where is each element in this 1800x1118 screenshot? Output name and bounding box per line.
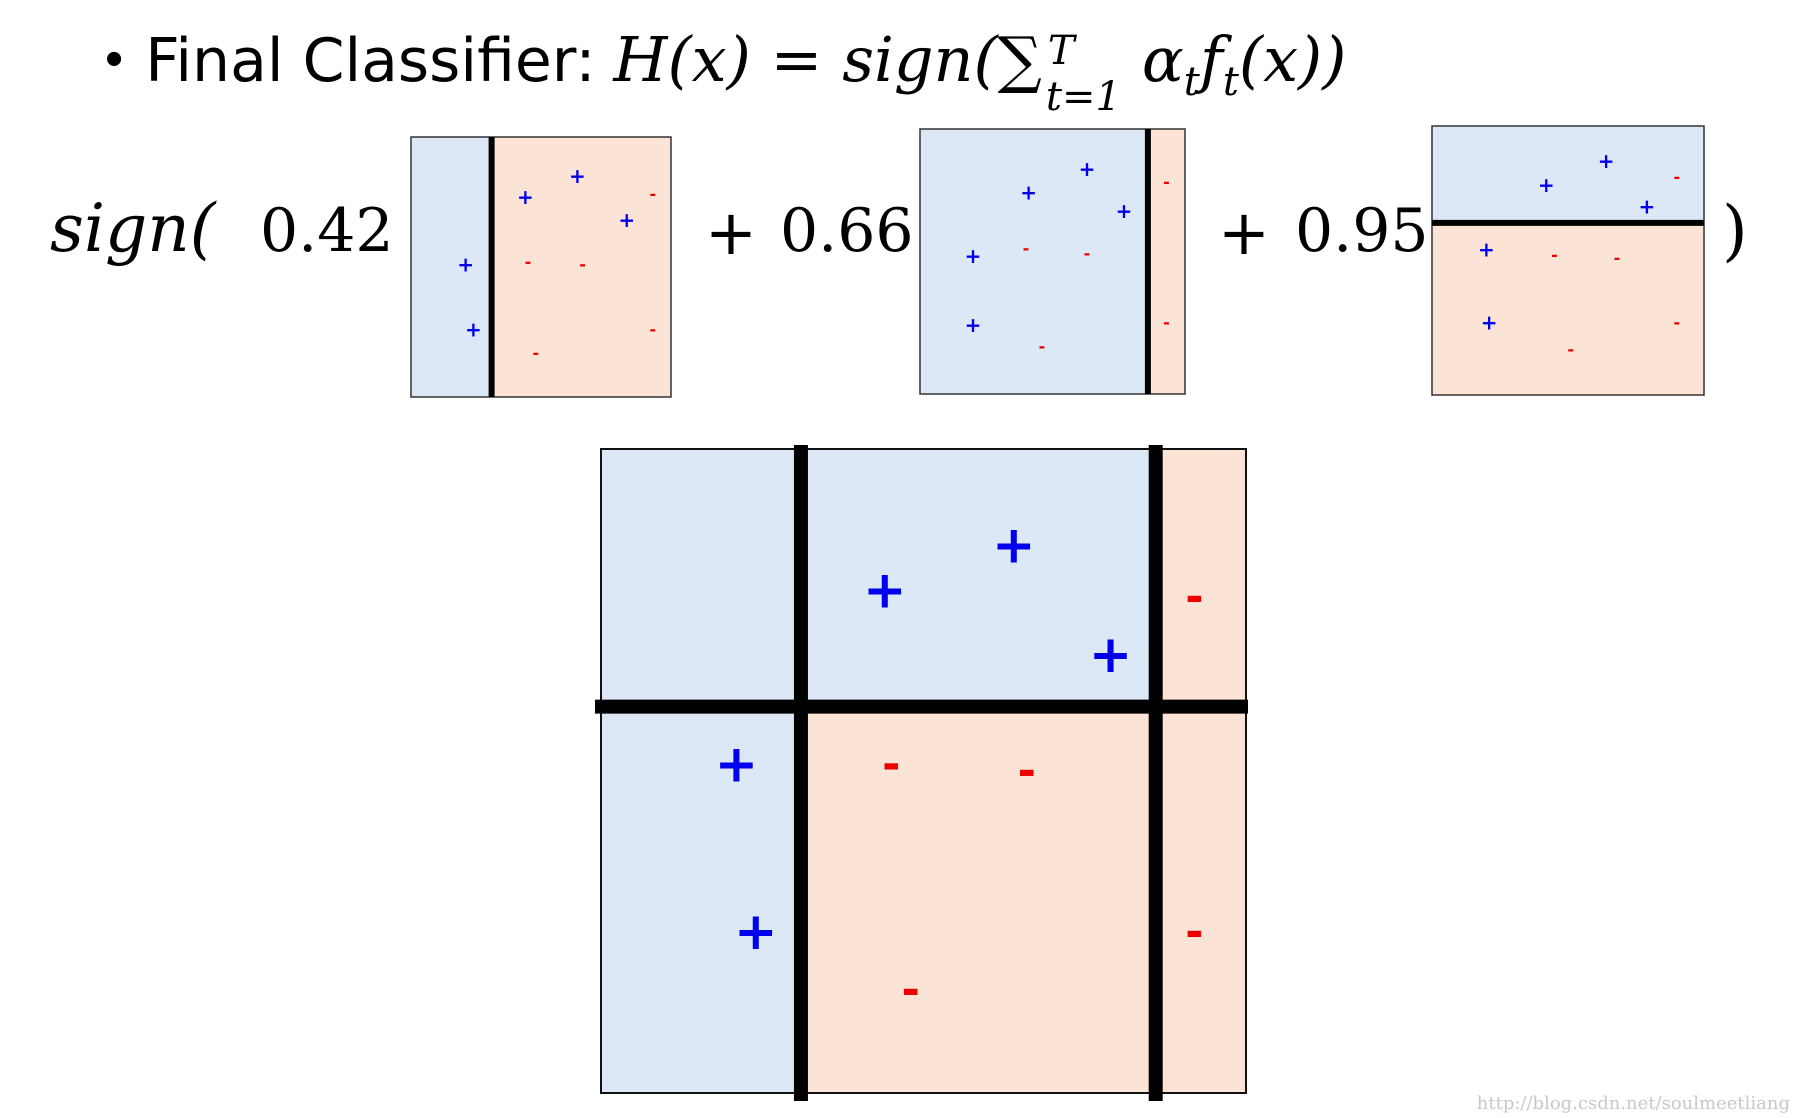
data-point: - bbox=[525, 252, 532, 271]
data-point: + bbox=[618, 208, 635, 232]
data-point: + bbox=[965, 313, 982, 337]
panel-border bbox=[919, 128, 1186, 395]
sum-symbol: ∑ bbox=[997, 23, 1042, 96]
data-point: - bbox=[532, 343, 539, 362]
data-point: + bbox=[457, 252, 474, 276]
weight-3: 0.95 bbox=[1295, 196, 1429, 266]
alpha-subscript: t bbox=[1183, 59, 1200, 105]
positive-region bbox=[601, 449, 801, 707]
data-point: + bbox=[863, 561, 907, 621]
negative-region bbox=[1147, 129, 1185, 394]
data-point: - bbox=[1673, 313, 1680, 332]
data-point: - bbox=[1039, 337, 1046, 356]
watermark: http://blog.csdn.net/soulmeetliang bbox=[1476, 1093, 1790, 1114]
data-point: + bbox=[1478, 238, 1495, 262]
sign-close: ) bbox=[1722, 192, 1748, 269]
combined-panel-border bbox=[600, 448, 1247, 1094]
data-point: - bbox=[649, 320, 656, 339]
plus-operator-2: + bbox=[1218, 196, 1270, 269]
data-point: - bbox=[1185, 572, 1203, 623]
data-point: - bbox=[1614, 248, 1621, 267]
negative-region bbox=[1155, 449, 1246, 707]
data-point: + bbox=[1020, 181, 1037, 205]
data-point: + bbox=[734, 902, 778, 962]
data-point: - bbox=[1084, 244, 1091, 263]
data-point: + bbox=[1116, 199, 1133, 223]
bullet: • bbox=[105, 30, 124, 88]
positive-region bbox=[1432, 126, 1704, 223]
data-point: + bbox=[1089, 625, 1133, 685]
data-point: + bbox=[1538, 173, 1555, 197]
weight-1: 0.42 bbox=[260, 196, 394, 266]
positive-region bbox=[920, 129, 1148, 394]
data-point: - bbox=[649, 185, 656, 204]
positive-region bbox=[800, 449, 1156, 707]
data-point: + bbox=[965, 244, 982, 268]
sign-open: sign( bbox=[50, 190, 216, 267]
negative-region bbox=[1155, 706, 1246, 1093]
sum-upper: T bbox=[1047, 28, 1075, 74]
f-subscript: t bbox=[1222, 59, 1239, 105]
data-point: + bbox=[992, 516, 1036, 576]
data-point: - bbox=[579, 255, 586, 274]
data-point: + bbox=[1638, 195, 1655, 219]
data-point: - bbox=[1551, 246, 1558, 265]
data-point: + bbox=[517, 185, 534, 209]
negative-region bbox=[491, 137, 671, 397]
negative-region bbox=[800, 706, 1156, 1093]
data-point: - bbox=[1163, 173, 1170, 192]
data-point: - bbox=[1023, 239, 1030, 258]
panel-border bbox=[410, 136, 672, 398]
data-point: - bbox=[901, 964, 919, 1015]
f-symbol: f bbox=[1199, 23, 1223, 96]
data-point: + bbox=[1598, 149, 1615, 173]
data-point: - bbox=[882, 739, 900, 790]
formula-tail: (x)) bbox=[1238, 23, 1347, 96]
formula-lhs: H(x) = sign( bbox=[613, 23, 998, 96]
sum-lower: t=1 bbox=[1045, 74, 1121, 120]
data-point: + bbox=[569, 164, 586, 188]
positive-region bbox=[601, 706, 801, 1093]
data-point: - bbox=[1163, 313, 1170, 332]
data-point: - bbox=[1185, 907, 1203, 958]
data-point: + bbox=[1481, 310, 1498, 334]
data-point: + bbox=[1079, 157, 1096, 181]
data-point: - bbox=[1567, 340, 1574, 359]
data-point: - bbox=[1673, 168, 1680, 187]
data-point: + bbox=[715, 735, 759, 795]
data-point: + bbox=[465, 317, 482, 341]
positive-region bbox=[411, 137, 492, 397]
panel-border bbox=[1431, 125, 1705, 396]
data-point: - bbox=[1018, 746, 1036, 797]
title-label: Final Classifier: bbox=[145, 26, 596, 96]
plus-operator-1: + bbox=[705, 196, 757, 269]
negative-region bbox=[1432, 222, 1704, 395]
weight-2: 0.66 bbox=[780, 196, 914, 266]
alpha-symbol: α bbox=[1141, 23, 1184, 96]
